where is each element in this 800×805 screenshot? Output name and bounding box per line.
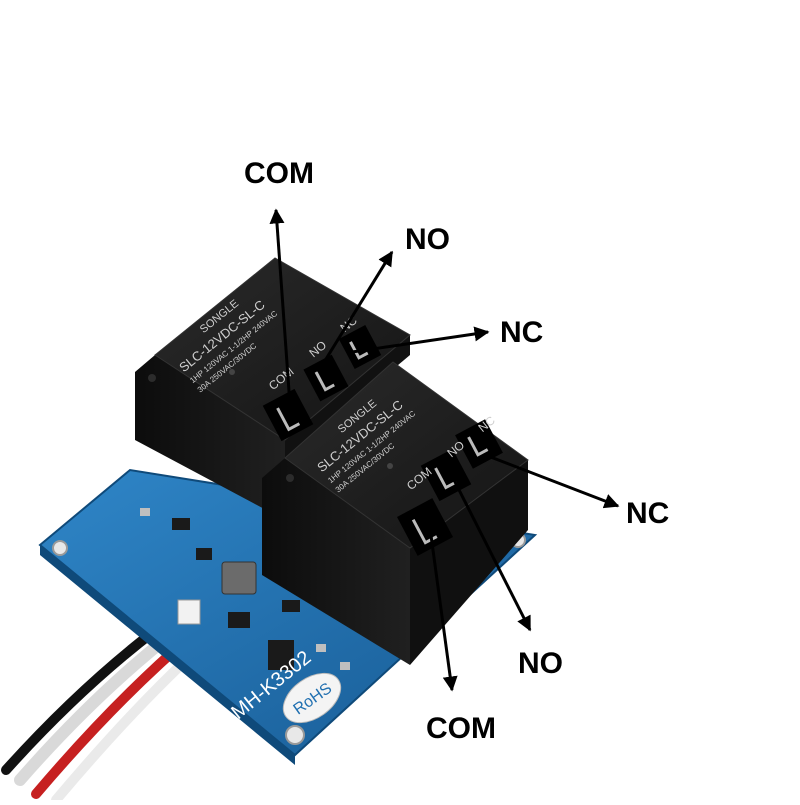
diode (282, 600, 300, 612)
chip (268, 640, 294, 670)
mount-hole (285, 725, 305, 745)
callout-nc-bottom: NC (626, 497, 670, 530)
diode (196, 548, 212, 560)
com-pin-socket (262, 388, 314, 442)
resistor (340, 662, 350, 670)
com-pin-socket (397, 498, 453, 556)
callout-com-bottom: COM (426, 712, 496, 745)
no-pin-socket (303, 354, 349, 402)
callout-arrows (269, 208, 620, 692)
connector (177, 599, 201, 625)
chip (228, 612, 250, 628)
diode (172, 518, 190, 530)
callout-no-bottom: NO (518, 647, 563, 680)
relay-upper: SONGLE SLC-12VDC-SL-C 1HP 120VAC 1-1/2HP… (135, 257, 411, 520)
relay-lower: SONGLE SLC-12VDC-SL-C 1HP 120VAC 1-1/2HP… (262, 361, 529, 665)
inductor (221, 561, 257, 595)
resistor (316, 644, 326, 652)
mount-hole (52, 540, 68, 556)
rohs-badge (282, 672, 342, 724)
resistor (140, 508, 150, 516)
callout-nc-top: NC (500, 316, 544, 349)
arrow-nc-bottom (487, 454, 620, 509)
arrow-no-bottom (450, 475, 532, 632)
arrow-nc-top (351, 326, 490, 354)
arrow-com-top (269, 208, 292, 406)
callout-com-top: COM (244, 157, 314, 190)
nc-pin-socket (338, 324, 382, 370)
callout-no-top: NO (405, 223, 450, 256)
arrow-com-bottom (428, 527, 458, 692)
arrow-no-top (316, 250, 394, 373)
